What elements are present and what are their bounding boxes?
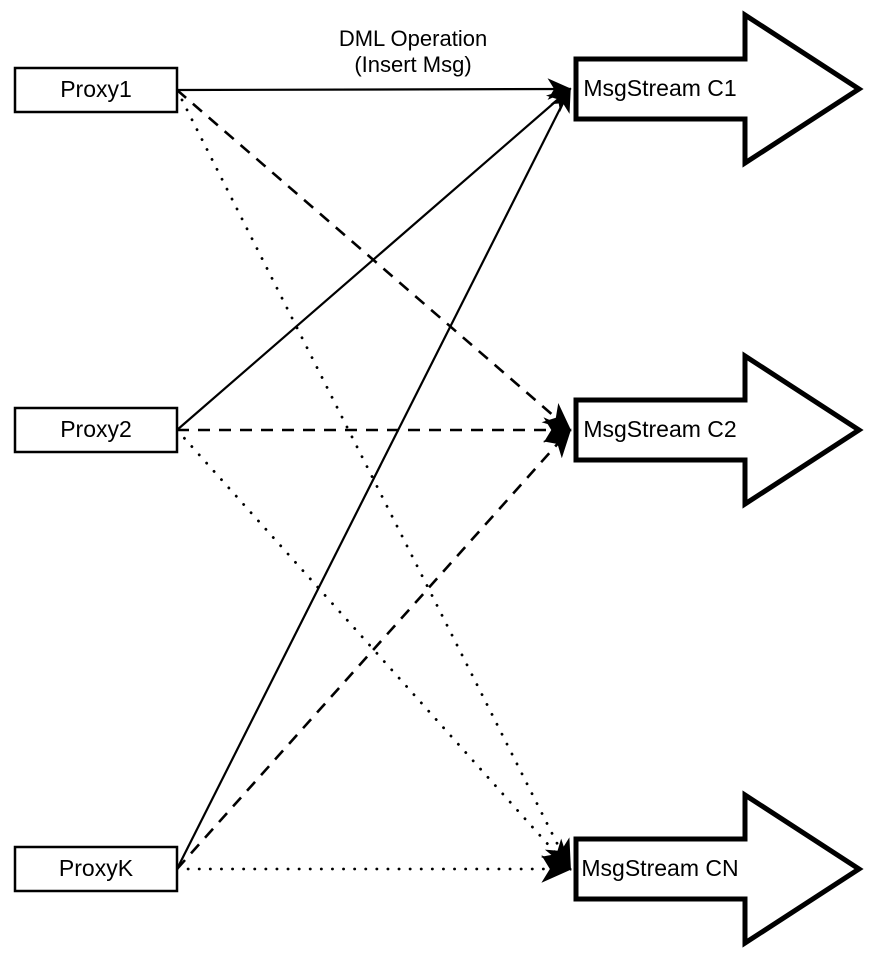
stream-arrow-shape-stream_c2 xyxy=(573,351,864,509)
stream-node-stream_cn[interactable]: MsgStream CN xyxy=(573,790,864,948)
proxy-node-proxyK[interactable]: ProxyK xyxy=(13,845,179,893)
stream-label-stream_cn: MsgStream CN xyxy=(581,855,738,881)
dml-operation-label-line1: DML Operation xyxy=(339,26,487,51)
stream-arrow-shape-stream_c1 xyxy=(573,10,864,168)
link-proxy2-to-c1 xyxy=(176,87,572,431)
proxy-box-proxy2 xyxy=(13,406,179,454)
stream-label-stream_c2: MsgStream C2 xyxy=(583,416,736,442)
link-proxyK-to-c2 xyxy=(176,428,572,870)
stream-node-stream_c2[interactable]: MsgStream C2 xyxy=(573,351,864,509)
link-proxyK-to-c1 xyxy=(176,87,571,870)
stream-node-stream_c1[interactable]: MsgStream C1 xyxy=(573,10,864,168)
proxy-label-proxyK: ProxyK xyxy=(59,855,134,881)
link-proxy1-to-cn xyxy=(175,88,572,871)
streams-layer: MsgStream C1 MsgStream C2 MsgStream CN xyxy=(573,10,864,948)
proxy-label-proxy1: Proxy1 xyxy=(60,76,132,102)
proxy-box-proxy1 xyxy=(13,66,179,114)
stream-arrow-shape-stream_cn xyxy=(573,790,864,948)
proxy-node-proxy1[interactable]: Proxy1 xyxy=(13,66,179,114)
proxy-node-proxy2[interactable]: Proxy2 xyxy=(13,406,179,454)
link-proxy1-to-c1 xyxy=(176,78,572,100)
dml-operation-label-line2: (Insert Msg) xyxy=(354,52,471,77)
links-layer xyxy=(175,78,573,883)
stream-label-stream_c1: MsgStream C1 xyxy=(583,75,736,101)
proxy-label-proxy2: Proxy2 xyxy=(60,416,132,442)
proxy-box-proxyK xyxy=(13,845,179,893)
